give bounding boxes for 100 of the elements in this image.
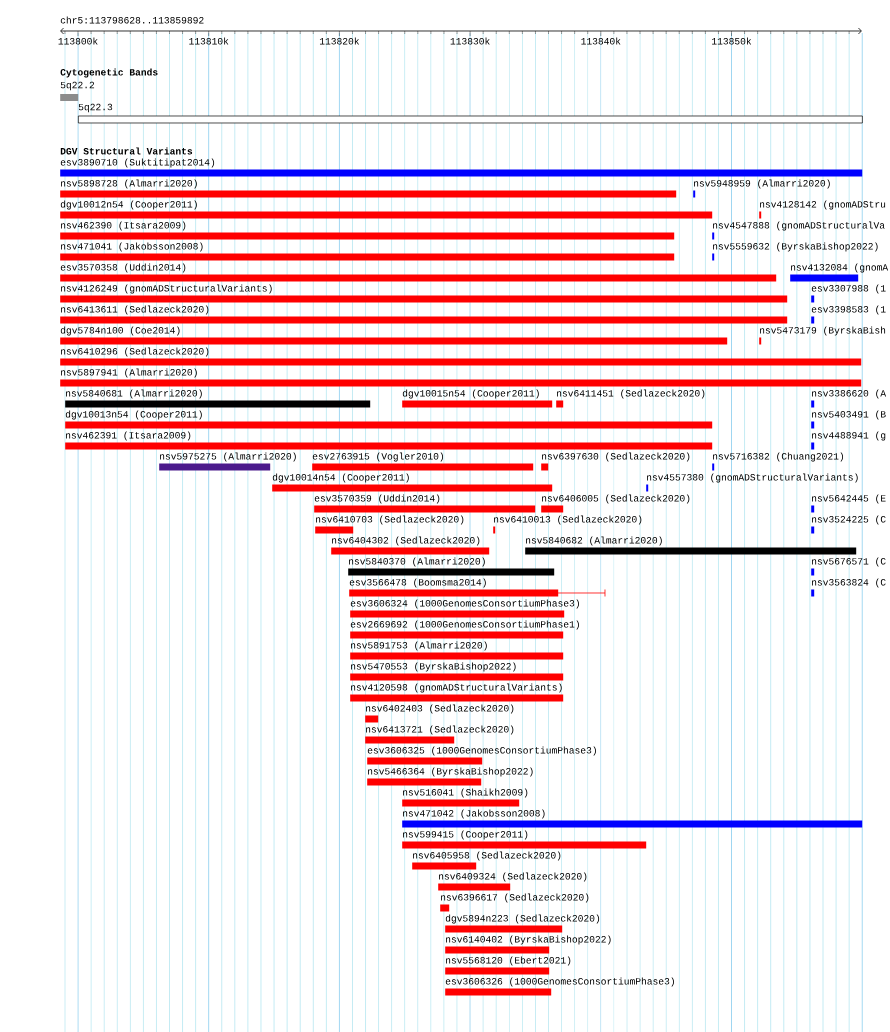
variant-bar — [440, 904, 450, 912]
variant-bar — [65, 400, 371, 408]
tick-label: 113840k — [581, 37, 621, 45]
variant-label: esv3398583 (1 — [811, 305, 886, 315]
variant-bar — [811, 526, 815, 534]
variant-label: nsv4120598 (gnomADStructuralVariants) — [351, 683, 562, 693]
variant-bar — [365, 736, 455, 744]
variant-label: dgv5894n223 (Sedlazeck2020) — [445, 914, 600, 924]
variant-label: nsv4557380 (gnomADStructuralVariants) — [647, 473, 858, 483]
tick-label: 113800k — [58, 37, 98, 45]
variant-bar — [60, 274, 777, 282]
variant-label: nsv5559632 (ByrskaBishop2022) — [713, 242, 878, 252]
track-title: Cytogenetic Bands — [60, 68, 158, 78]
variant-bar — [438, 883, 511, 891]
variant-label: esv3890710 (Suktitipat2014) — [60, 158, 215, 168]
tick-label: 113850k — [712, 37, 752, 45]
variant-label: nsv5898728 (Almarri2020) — [61, 179, 197, 189]
variant-bar — [350, 694, 564, 702]
variant-label: esv2763915 (Vogler2010) — [312, 452, 444, 462]
variant-label: nsv471041 (Jakobsson2008) — [61, 242, 203, 252]
variant-bar — [348, 568, 555, 576]
variant-label: dgv5784n100 (Coe2014) — [60, 326, 180, 336]
variant-bar — [65, 421, 713, 429]
variant-bar — [367, 757, 483, 765]
variant-label: nsv5716382 (Chuang2021) — [713, 452, 844, 462]
variant-label: nsv5470553 (ByrskaBishop2022) — [351, 662, 516, 672]
variant-bar — [402, 820, 863, 828]
variant-bar — [60, 358, 862, 366]
variant-label: nsv6413721 (Sedlazeck2020) — [366, 725, 514, 735]
variant-label: esv3566478 (Boomsma2014) — [349, 578, 486, 588]
tick-label: 113810k — [189, 37, 229, 45]
variant-bar — [159, 463, 271, 471]
variant-label: nsv6410013 (Sedlazeck2020) — [494, 515, 642, 525]
variant-label: nsv4488941 (g — [812, 431, 886, 441]
variant-label: nsv6411451 (Sedlazeck2020) — [557, 389, 705, 399]
variant-label: esv3606326 (1000GenomesConsortiumPhase3) — [445, 977, 674, 987]
band-bar — [78, 115, 863, 124]
variant-label: nsv5840682 (Almarri2020) — [526, 536, 662, 546]
variant-label: nsv516041 (Shaikh2009) — [403, 788, 528, 798]
variant-bar — [525, 547, 857, 555]
variant-bar — [646, 484, 649, 492]
variant-bar — [367, 778, 482, 786]
variant-label: nsv5840370 (Almarri2020) — [349, 557, 485, 567]
variant-label: dgv10012n54 (Cooper2011) — [60, 200, 197, 210]
variant-bar — [811, 505, 815, 513]
variant-bar — [60, 211, 713, 219]
variant-bar — [445, 967, 550, 975]
variant-label: esv3606325 (1000GenomesConsortiumPhase3) — [367, 746, 596, 756]
variant-label: nsv462390 (Itsara2009) — [61, 221, 186, 231]
variant-label: nsv5676571 (C — [812, 557, 886, 567]
variant-bar — [349, 589, 606, 597]
variant-bar — [811, 568, 815, 576]
variant-bar — [350, 673, 564, 681]
variant-label: nsv4547888 (gnomADStructuralVa — [713, 221, 885, 231]
variant-label: esv3606324 (1000GenomesConsortiumPhase3) — [350, 599, 579, 609]
variant-bar — [350, 631, 564, 639]
variant-bar — [445, 946, 550, 954]
variant-bar — [402, 400, 553, 408]
variant-label: nsv4126249 (gnomADStructuralVariants) — [61, 284, 272, 294]
variant-label: nsv5840681 (Almarri2020) — [66, 389, 202, 399]
variant-bar — [331, 547, 490, 555]
variant-label: dgv10015n54 (Cooper2011) — [402, 389, 539, 399]
variant-bar — [493, 526, 496, 534]
variant-bar — [712, 253, 715, 261]
variant-label: nsv5897941 (Almarri2020) — [61, 368, 197, 378]
variant-label: esv3307988 (1 — [811, 284, 886, 294]
variant-label: nsv5948959 (Almarri2020) — [694, 179, 830, 189]
variant-label: nsv6402403 (Sedlazeck2020) — [366, 704, 514, 714]
variant-label: nsv5473179 (ByrskaBish — [760, 326, 886, 336]
variant-label: nsv6409324 (Sedlazeck2020) — [439, 872, 587, 882]
variant-bar — [65, 442, 713, 450]
variant-label: nsv6406005 (Sedlazeck2020) — [542, 494, 690, 504]
track-title: DGV Structural Variants — [60, 147, 193, 155]
variant-bar — [712, 463, 715, 471]
variant-bar — [541, 505, 564, 513]
variant-bar — [60, 316, 788, 324]
variant-label: nsv6404302 (Sedlazeck2020) — [332, 536, 480, 546]
variant-bar — [712, 232, 715, 240]
variant-label: nsv5642445 (E — [812, 494, 886, 504]
variant-bar — [60, 190, 677, 198]
variant-bar — [693, 190, 696, 198]
variant-bar — [60, 295, 788, 303]
variant-bar — [811, 442, 815, 450]
variant-bar — [811, 295, 815, 303]
variant-bar — [60, 169, 863, 177]
variant-label: nsv6410296 (Sedlazeck2020) — [61, 347, 209, 357]
variant-label: dgv10013n54 (Cooper2011) — [65, 410, 202, 420]
variant-bar — [445, 988, 552, 996]
variant-bar — [811, 421, 815, 429]
variant-label: nsv4128142 (gnomADStru — [760, 200, 886, 210]
variant-label: nsv6413611 (Sedlazeck2020) — [61, 305, 209, 315]
variant-label: nsv5975275 (Almarri2020) — [160, 452, 296, 462]
variant-bar — [790, 274, 859, 282]
variant-label: nsv5568120 (Ebert2021) — [446, 956, 571, 966]
variant-label: nsv5403491 (B — [812, 410, 886, 420]
band-label: 5q22.3 — [78, 103, 113, 113]
variant-label: nsv462391 (Itsara2009) — [66, 431, 191, 441]
variant-label: nsv6140402 (ByrskaBishop2022) — [446, 935, 611, 945]
variant-label: nsv5466364 (ByrskaBishop2022) — [368, 767, 533, 777]
variant-label: nsv4132084 (gnomA — [791, 263, 889, 273]
